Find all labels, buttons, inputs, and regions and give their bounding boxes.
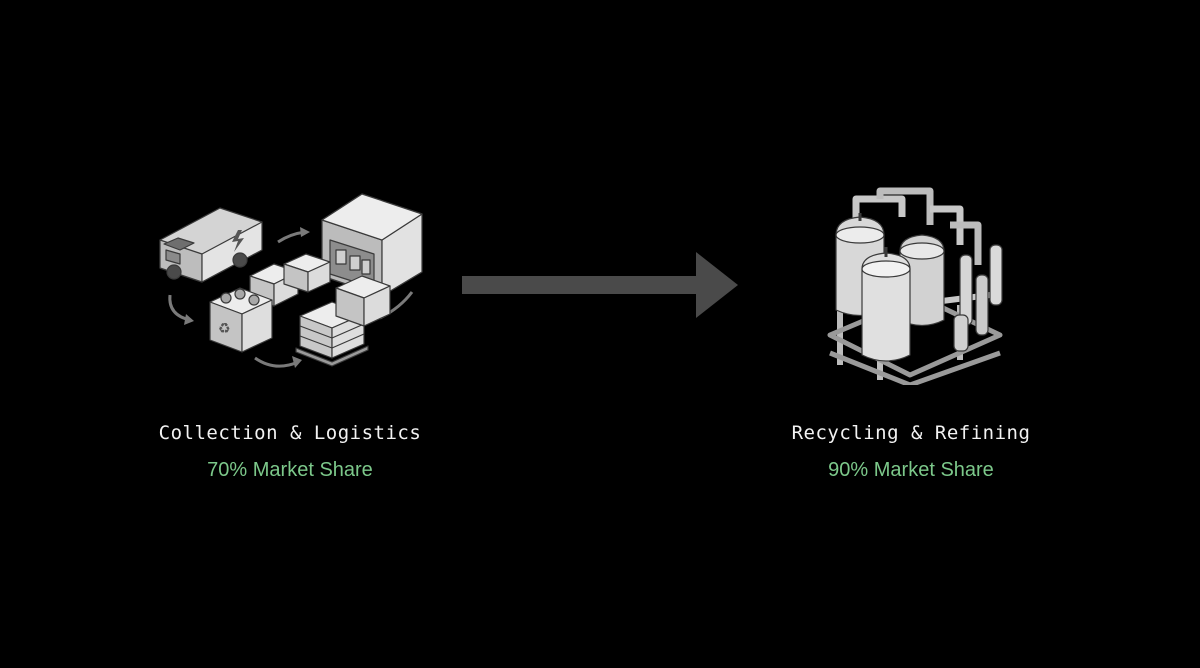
refinery-icon bbox=[827, 187, 1003, 385]
market-share-label: 90% Market Share bbox=[828, 459, 994, 481]
stage-title-collection-logistics: Collection & Logistics bbox=[158, 422, 422, 444]
market-share-label: 70% Market Share bbox=[207, 459, 373, 481]
right-arrow-icon bbox=[462, 252, 738, 318]
collection-logistics-icon: ♻ bbox=[159, 193, 423, 368]
stage-title-recycling-refining: Recycling & Refining bbox=[791, 422, 1031, 444]
svg-text:♻: ♻ bbox=[218, 321, 231, 337]
